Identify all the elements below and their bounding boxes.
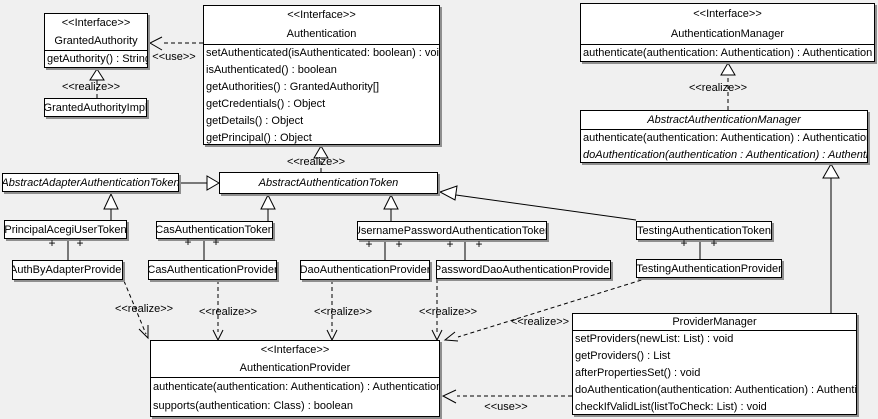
class-box-cas-authentication-token: CasAuthenticationToken	[156, 221, 273, 239]
association-edges	[67, 238, 701, 260]
edge-label-realize: <<realize>>	[313, 306, 373, 318]
class-box-abstract-authentication-manager: AbstractAuthenticationManager authentica…	[580, 110, 868, 163]
class-box-principal-acegi-user-token: PrincipalAcegiUserToken	[4, 220, 127, 239]
generalization-testing-token	[455, 194, 637, 221]
class-stereotype: <<Interface>>	[287, 9, 356, 21]
class-box-granted-authority-impl: GrantedAuthorityImpl	[44, 98, 147, 117]
multiplicity-plus: +	[212, 235, 220, 249]
edge-label-use: <<use>>	[152, 51, 196, 63]
class-stereotype: <<Interface>>	[260, 344, 330, 356]
class-method: afterPropertiesSet() : void	[575, 367, 701, 379]
class-stereotype: <<Interface>>	[61, 17, 131, 29]
multiplicity-plus: +	[48, 236, 56, 250]
multiplicity-plus: +	[184, 235, 192, 249]
realization-authbyadapter-provider	[123, 280, 147, 335]
multiplicity-plus: +	[446, 237, 454, 251]
open-arrow	[441, 389, 457, 404]
class-box-abstract-adapter-authentication-token: AbstractAdapterAuthenticationToken	[2, 173, 179, 192]
open-arrow	[138, 325, 149, 340]
edge-label-realize: <<realize>>	[688, 82, 748, 94]
edge-label-realize: <<realize>>	[510, 316, 570, 328]
class-box-authentication-manager: <<Interface>> AuthenticationManager auth…	[580, 3, 875, 62]
class-method: authenticate(authentication: Authenticat…	[583, 47, 873, 59]
triangle-arrow	[438, 185, 458, 201]
class-box-auth-by-adapter-provider: AuthByAdapterProvider	[12, 260, 123, 280]
class-box-cas-authentication-provider: CasAuthenticationProvider	[148, 260, 277, 280]
generalization-edges	[103, 162, 840, 313]
edge-label-use: <<use>>	[484, 401, 528, 413]
class-box-dao-authentication-provider: DaoAuthenticationProvider	[300, 260, 430, 280]
class-method: getProviders() : List	[575, 350, 671, 362]
triangle-arrow	[822, 162, 840, 179]
class-name: GrantedAuthorityImpl	[44, 101, 147, 114]
triangle-arrow	[260, 193, 276, 210]
class-method: doAuthentication(authentication: Authent…	[575, 384, 856, 396]
class-box-authentication: <<Interface>> Authentication setAuthenti…	[203, 5, 440, 145]
class-name: TestingAuthenticationToken	[637, 224, 771, 237]
edge-label-realize: <<realize>>	[61, 81, 121, 93]
class-name: AuthenticationManager	[670, 28, 785, 40]
class-name: Authentication	[286, 28, 357, 40]
realization-arrowheads	[89, 36, 736, 404]
realization-edges	[96, 42, 729, 397]
triangle-arrow	[383, 193, 399, 210]
class-box-password-dao-authentication-provider: PasswordDaoAuthenticationProvider	[436, 260, 611, 279]
open-arrow	[148, 36, 163, 51]
class-name: PrincipalAcegiUserToken	[4, 223, 127, 236]
triangle-arrow	[206, 175, 220, 191]
triangle-arrow	[313, 145, 329, 159]
multiplicity-plus: +	[710, 236, 718, 250]
class-stereotype: <<Interface>>	[693, 8, 762, 20]
class-name: AbstractAdapterAuthenticationToken	[2, 176, 179, 189]
class-method: authenticate(authentication: Authenticat…	[583, 132, 867, 144]
realization-testing-provider	[457, 277, 649, 338]
class-name: PasswordDaoAuthenticationProvider	[436, 263, 611, 276]
class-method: setProviders(newList: List) : void	[575, 333, 734, 345]
class-name: GrantedAuthority	[54, 35, 138, 47]
triangle-arrow	[89, 68, 105, 81]
edge-label-realize: <<realize>>	[198, 306, 258, 318]
class-method: setAuthenticated(isAuthenticated: boolea…	[206, 47, 439, 59]
class-name: AuthByAdapterProvider	[12, 264, 123, 276]
class-name: ProviderManager	[672, 316, 757, 328]
class-method: getDetails() : Object	[206, 115, 304, 127]
multiplicity-plus: +	[395, 237, 403, 251]
class-box-testing-authentication-token: TestingAuthenticationToken	[636, 221, 772, 240]
edge-label-realize: <<realize>>	[286, 156, 346, 168]
class-box-abstract-authentication-token: AbstractAuthenticationToken	[219, 172, 438, 194]
class-method: checkIfValidList(listToCheck: List) : vo…	[575, 401, 767, 413]
class-method: authenticate(authentication: Authenticat…	[153, 381, 439, 393]
triangle-arrow	[720, 62, 736, 76]
class-name: AbstractAuthenticationToken	[258, 177, 399, 189]
class-box-granted-authority: <<Interface>> GrantedAuthority getAuthor…	[44, 13, 148, 68]
class-box-authentication-provider: <<Interface>> AuthenticationProvider aut…	[150, 340, 440, 417]
triangle-arrow	[103, 192, 119, 210]
class-box-testing-authentication-provider: TestingAuthenticationProvider	[636, 259, 782, 278]
class-name: TestingAuthenticationProvider	[636, 262, 782, 275]
class-name: DaoAuthenticationProvider	[300, 264, 430, 276]
class-box-username-password-authentication-token: UsernamePasswordAuthenticationToken	[357, 221, 547, 240]
class-method: getCredentials() : Object	[206, 98, 326, 110]
class-method: getAuthorities() : GrantedAuthority[]	[206, 81, 380, 93]
class-name: AuthenticationProvider	[239, 362, 351, 374]
class-name: UsernamePasswordAuthenticationToken	[357, 224, 547, 237]
class-name: AbstractAuthenticationManager	[647, 114, 801, 126]
multiplicity-plus: +	[680, 236, 688, 250]
class-box-provider-manager: ProviderManager setProviders(newList: Li…	[572, 313, 857, 415]
class-method: doAuthentication(authentication : Authen…	[583, 149, 867, 161]
class-method: supports(authentication: Class) : boolea…	[153, 400, 353, 412]
class-method: isAuthenticated() : boolean	[206, 64, 337, 76]
class-name: CasAuthenticationToken	[156, 224, 273, 236]
multiplicity-plus: +	[365, 237, 373, 251]
edge-label-realize: <<realize>>	[114, 303, 174, 315]
edge-label-realize: <<realize>>	[418, 306, 478, 318]
open-arrow	[443, 331, 459, 342]
class-method: getAuthority() : String	[47, 53, 147, 65]
multiplicity-plus: +	[76, 236, 84, 250]
class-method: getPrincipal() : Object	[206, 132, 312, 144]
multiplicity-plus: +	[475, 237, 483, 251]
class-name: CasAuthenticationProvider	[148, 264, 277, 276]
